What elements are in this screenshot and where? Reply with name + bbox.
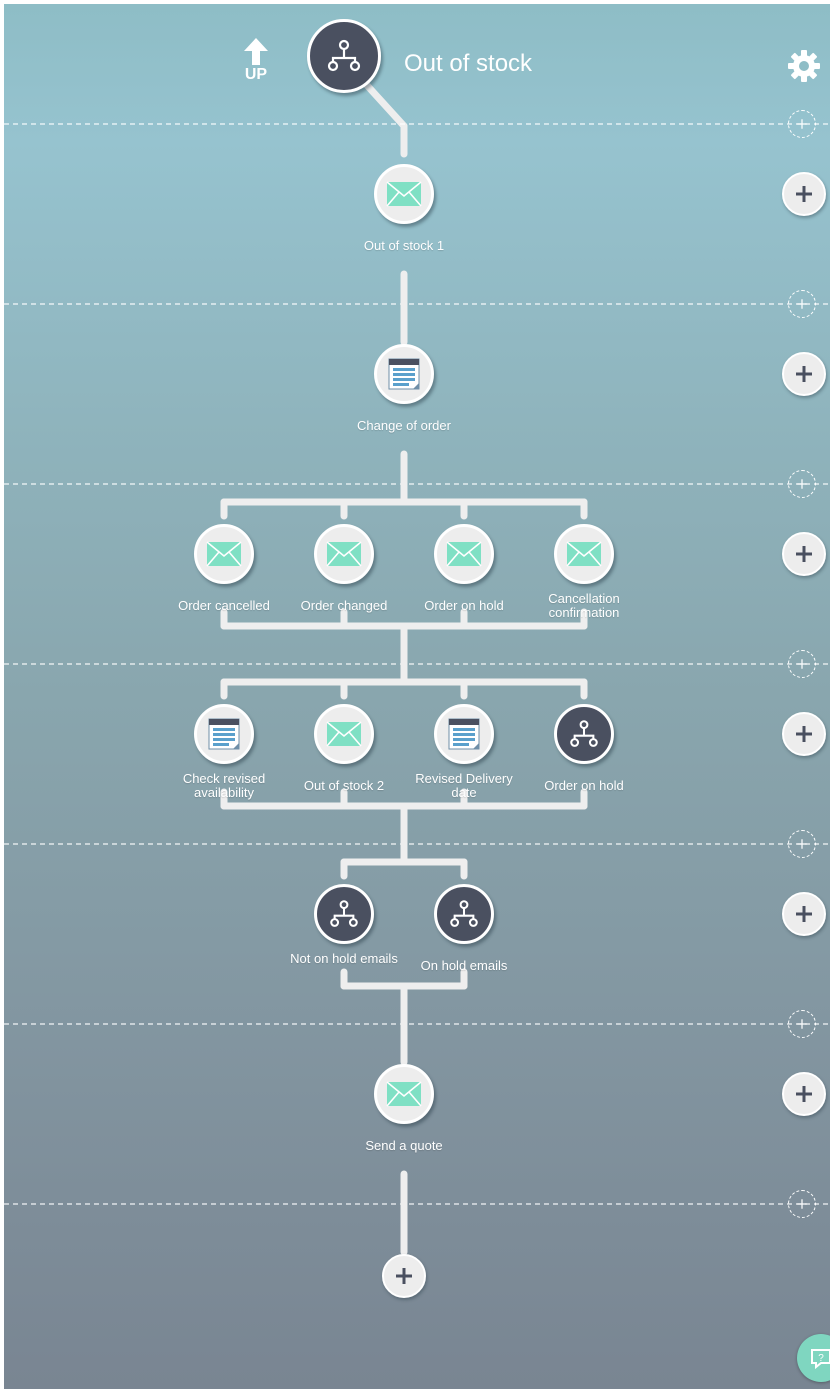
settings-button[interactable] [786,48,822,84]
insert-row-button[interactable] [788,830,816,858]
plus-icon [796,726,812,742]
workflow-step-node[interactable] [374,164,434,224]
svg-text:?: ? [818,1353,824,1364]
workflow-step-node[interactable] [314,524,374,584]
workflow-step-label: Out of stock 2 [303,778,385,793]
add-step-bottom-button[interactable] [382,1254,426,1298]
plus-icon [797,1199,807,1209]
form-icon [448,718,480,750]
add-step-button[interactable] [782,532,826,576]
workflow-step-node[interactable] [314,704,374,764]
add-step-button[interactable] [782,712,826,756]
workflow-step-node[interactable] [434,884,494,944]
gear-icon [788,50,820,82]
workflow-step-label: Check revised availability [182,771,266,800]
workflow-step-node[interactable] [554,704,614,764]
plus-icon [796,546,812,562]
insert-row-button[interactable] [788,290,816,318]
workflow-step-node[interactable] [434,704,494,764]
insert-row-button[interactable] [788,110,816,138]
workflow-step-label: On hold emails [420,958,508,973]
workflow-step-node[interactable] [374,1064,434,1124]
insert-row-button[interactable] [788,1010,816,1038]
workflow-step-node[interactable] [434,524,494,584]
add-step-button[interactable] [782,352,826,396]
add-step-button[interactable] [782,1072,826,1116]
email-icon [566,541,602,567]
plus-icon [796,1086,812,1102]
insert-row-button[interactable] [788,1190,816,1218]
email-icon [386,181,422,207]
plus-icon [796,186,812,202]
plus-icon [797,299,807,309]
plus-icon [796,366,812,382]
help-chat-button[interactable]: ? [797,1334,830,1382]
add-step-button[interactable] [782,172,826,216]
workflow-step-label: Order cancelled [178,598,270,613]
up-label: UP [244,66,268,83]
workflow-root-node[interactable] [307,19,381,93]
plus-icon [797,1019,807,1029]
workflow-step-node[interactable] [554,524,614,584]
root-connector [360,78,408,130]
email-icon [386,1081,422,1107]
workflow-step-label: Cancellation confirmation [548,591,620,620]
form-icon [208,718,240,750]
plus-icon [796,906,812,922]
workflow-step-label: Out of stock 1 [363,238,445,253]
email-icon [326,721,362,747]
workflow-canvas: UP Out of stock [4,4,830,1389]
email-icon [206,541,242,567]
form-icon [388,358,420,390]
plus-icon [396,1268,412,1284]
workflow-step-node[interactable] [314,884,374,944]
insert-row-button[interactable] [788,650,816,678]
arrow-up-icon [244,38,268,65]
plus-icon [797,659,807,669]
workflow-step-node[interactable] [374,344,434,404]
workflow-step-label: Order on hold [544,778,624,793]
add-step-button[interactable] [782,892,826,936]
up-button[interactable]: UP [236,36,276,92]
page-title: Out of stock [404,50,533,77]
connector-lines [4,78,830,1256]
workflow-step-label: Send a quote [365,1138,443,1153]
plus-icon [797,119,807,129]
insert-row-button[interactable] [788,470,816,498]
workflow-step-node[interactable] [194,704,254,764]
workflow-step-label: Revised Delivery date [415,771,513,800]
plus-icon [797,479,807,489]
branch-icon [327,39,361,72]
branch-icon [570,720,598,747]
email-icon [446,541,482,567]
chat-help-icon: ? [811,1349,830,1370]
branch-icon [450,900,478,927]
email-icon [326,541,362,567]
workflow-step-label: Order changed [300,598,388,613]
branch-icon [330,900,358,927]
plus-icon [797,839,807,849]
workflow-step-label: Order on hold [424,598,504,613]
workflow-step-label: Change of order [357,418,451,433]
workflow-step-label: Not on hold emails [290,951,398,966]
workflow-step-node[interactable] [194,524,254,584]
